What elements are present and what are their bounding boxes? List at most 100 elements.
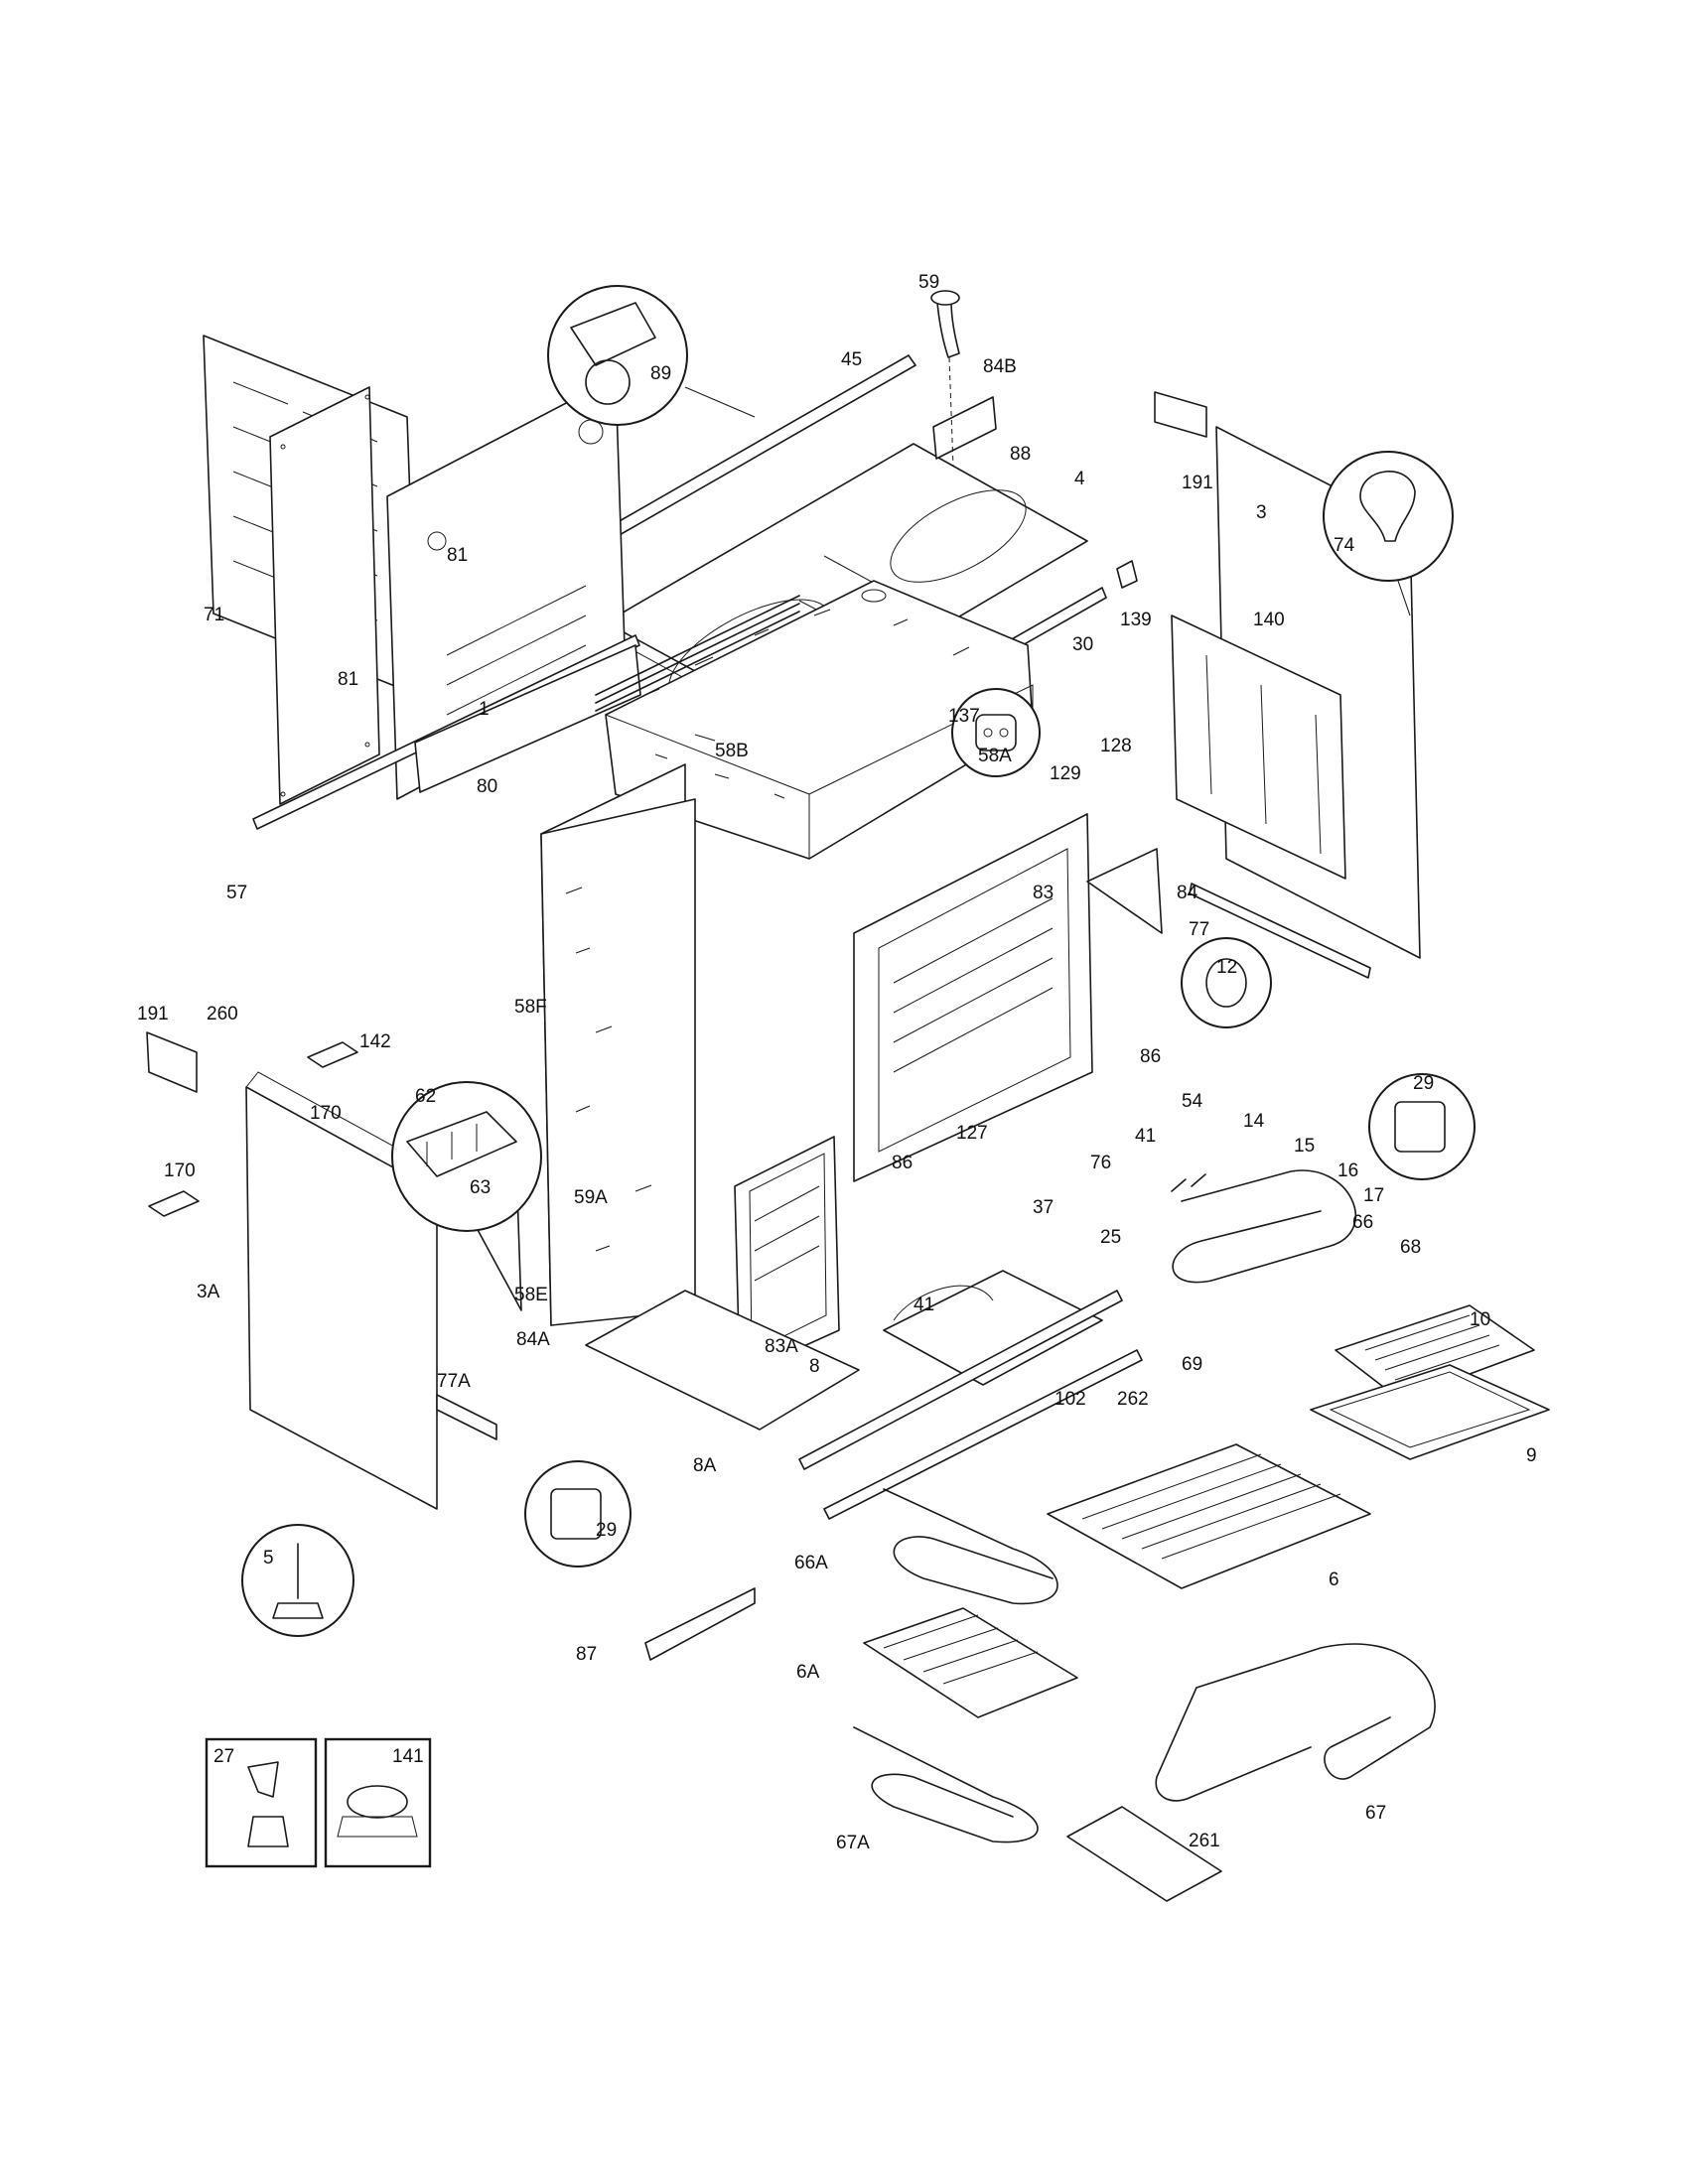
callout-labels: 59 45 84B 89 88 4 191 3 74 71 81 81 1 30…	[137, 272, 1537, 1853]
callout-8: 8	[809, 1356, 820, 1377]
tray-261	[1066, 1806, 1222, 1902]
callout-29-right: 29	[1413, 1073, 1434, 1094]
callout-41-lower: 41	[914, 1295, 934, 1315]
oven-front-frame-83	[853, 813, 1093, 1182]
rail-102-262	[798, 1290, 1143, 1520]
detail-74	[1323, 451, 1454, 616]
callout-80: 80	[477, 776, 497, 797]
callout-12: 12	[1216, 957, 1237, 978]
callout-88: 88	[1010, 444, 1031, 465]
callout-1: 1	[479, 699, 490, 720]
callout-89: 89	[650, 363, 671, 384]
box-27	[205, 1737, 318, 1868]
callout-15: 15	[1294, 1136, 1315, 1157]
callout-62: 62	[415, 1086, 436, 1107]
callout-81-mid: 81	[338, 669, 358, 690]
callout-3: 3	[1256, 502, 1267, 523]
callout-37: 37	[1033, 1197, 1054, 1218]
callout-129: 129	[1050, 763, 1081, 784]
callout-58E: 58E	[514, 1285, 548, 1305]
callout-127: 127	[956, 1123, 988, 1144]
callout-58B: 58B	[715, 741, 749, 761]
callout-141: 141	[392, 1746, 424, 1767]
callout-191-top: 191	[1182, 473, 1213, 493]
callout-54: 54	[1182, 1091, 1203, 1112]
callout-45: 45	[841, 349, 862, 370]
callout-139: 139	[1120, 610, 1152, 630]
upper-bracket-84B	[932, 396, 997, 460]
callout-41-upper: 41	[1135, 1126, 1156, 1147]
callout-63: 63	[470, 1177, 491, 1198]
callout-4: 4	[1074, 469, 1085, 489]
callout-140: 140	[1253, 610, 1285, 630]
oven-rack-6A	[863, 1607, 1078, 1718]
callout-262: 262	[1117, 1389, 1149, 1410]
broil-pan-insert-10	[1335, 1304, 1535, 1401]
callout-66: 66	[1352, 1212, 1373, 1233]
oven-bottom-25	[883, 1270, 1103, 1386]
detail-12	[1181, 937, 1272, 1028]
callout-67A: 67A	[836, 1833, 870, 1853]
callout-17: 17	[1363, 1185, 1384, 1206]
oven-wrap-58B	[595, 595, 800, 712]
callout-77A: 77A	[437, 1371, 471, 1392]
callout-66A: 66A	[794, 1553, 828, 1573]
callout-191-left: 191	[137, 1004, 169, 1024]
callout-128: 128	[1100, 736, 1132, 756]
bake-element-66A	[883, 1488, 1058, 1605]
bake-element-67A	[853, 1726, 1039, 1843]
callout-58F: 58F	[514, 997, 547, 1018]
side-bracket-84	[1086, 848, 1163, 934]
callout-260: 260	[207, 1004, 238, 1024]
callout-6: 6	[1329, 1570, 1339, 1590]
callout-170-left: 170	[164, 1160, 196, 1181]
broil-element-66	[1171, 1169, 1357, 1284]
callout-87: 87	[576, 1644, 597, 1665]
callout-170-top: 170	[310, 1103, 342, 1124]
callout-58A: 58A	[978, 746, 1012, 766]
callout-84A: 84A	[516, 1329, 550, 1350]
bracket-87	[644, 1587, 756, 1661]
callout-76: 76	[1090, 1153, 1111, 1173]
oven-cavity-lower-58E	[540, 763, 696, 1326]
callout-83A: 83A	[765, 1336, 798, 1357]
callout-57: 57	[226, 883, 247, 903]
callout-77: 77	[1189, 919, 1209, 940]
broil-pan-9	[1310, 1364, 1550, 1460]
callout-3A: 3A	[197, 1282, 220, 1302]
callout-59: 59	[918, 272, 939, 293]
callout-5: 5	[263, 1548, 274, 1569]
bracket-191-top	[1154, 391, 1207, 438]
detail-62-63	[391, 1081, 542, 1232]
callout-14: 14	[1243, 1111, 1265, 1132]
callout-83: 83	[1033, 883, 1054, 903]
plate-170-top	[307, 1041, 358, 1068]
callout-68: 68	[1400, 1237, 1421, 1258]
callout-59A: 59A	[574, 1187, 608, 1208]
callout-261: 261	[1189, 1831, 1220, 1851]
callout-9: 9	[1526, 1445, 1537, 1466]
bake-element-67	[1155, 1643, 1436, 1802]
detail-29-left	[524, 1460, 632, 1568]
callout-86-upper: 86	[1140, 1046, 1161, 1067]
callout-6A: 6A	[796, 1662, 820, 1683]
oven-front-frame-83A	[734, 1136, 840, 1376]
rail-77A	[436, 1394, 497, 1440]
side-insulation-140	[1171, 614, 1346, 880]
callout-25: 25	[1100, 1227, 1121, 1248]
oven-rack-6	[1047, 1443, 1371, 1589]
callout-74: 74	[1334, 535, 1355, 556]
callout-30: 30	[1072, 634, 1093, 655]
rear-lower-panel-57	[269, 386, 380, 805]
detail-5	[241, 1524, 354, 1637]
callout-84B: 84B	[983, 356, 1017, 377]
callout-81-top: 81	[447, 545, 468, 566]
callout-67: 67	[1365, 1803, 1386, 1824]
detail-89	[547, 285, 756, 426]
callout-71: 71	[204, 605, 224, 625]
bracket-139	[1116, 560, 1138, 589]
callout-27: 27	[213, 1746, 234, 1767]
wiring-channel-142	[414, 644, 641, 793]
callout-8A: 8A	[693, 1455, 717, 1476]
